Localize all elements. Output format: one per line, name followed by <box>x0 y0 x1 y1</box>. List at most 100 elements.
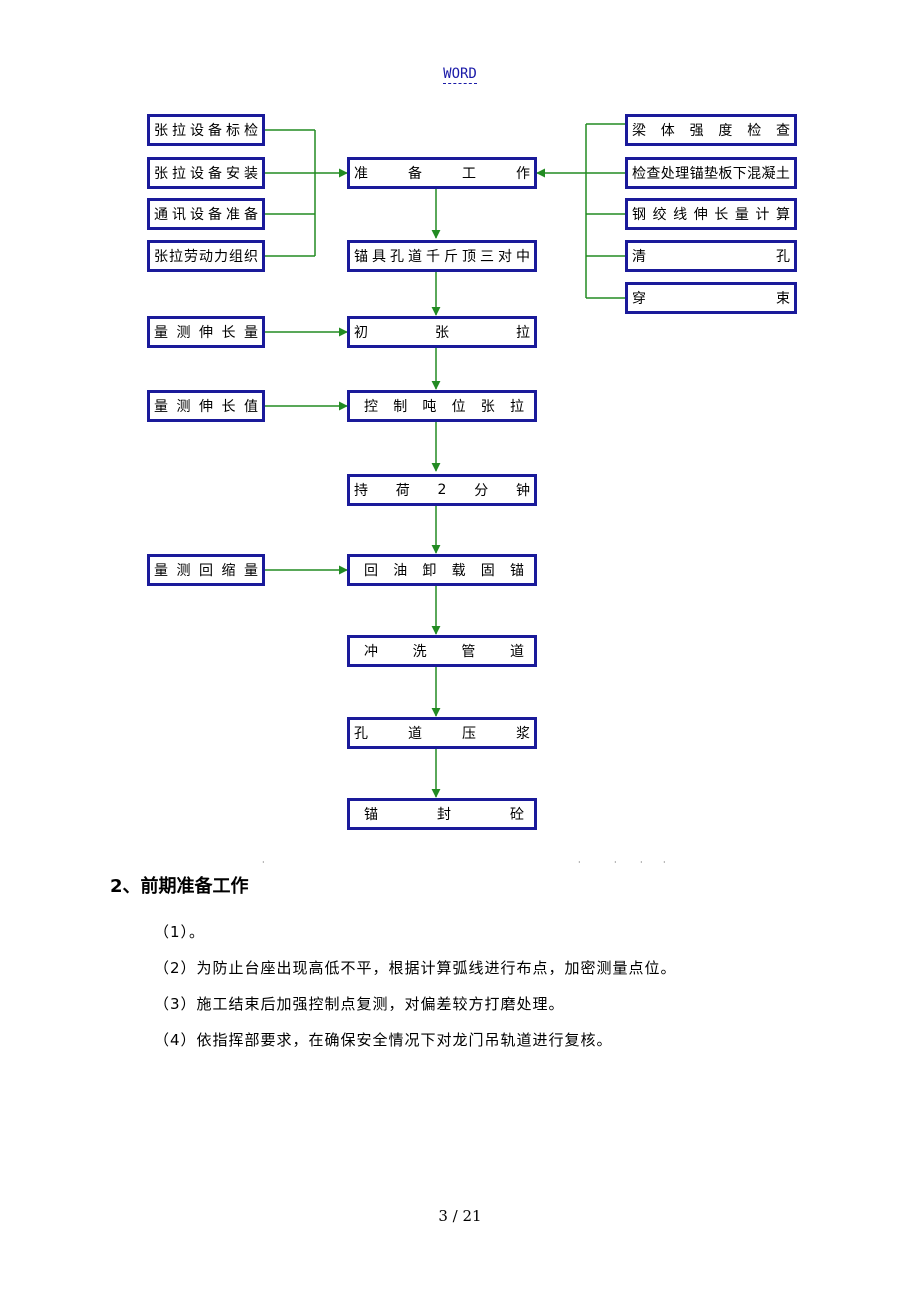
box-anchor-plate-concrete: 检查处理锚垫板下混凝土 <box>625 157 797 189</box>
box-labor-organization: 张拉劳动力组织 <box>147 240 265 272</box>
box-char: 回 <box>199 563 213 579</box>
box-char: 清 <box>632 249 646 265</box>
box-char: 准 <box>226 207 240 223</box>
box-char: 组 <box>229 249 243 265</box>
box-alignment: 锚具孔道千斤顶三对中 <box>347 240 537 272</box>
box-char: 作 <box>516 166 530 182</box>
box-char: 板 <box>718 166 733 182</box>
box-char: 分 <box>474 483 489 499</box>
box-char: 锚 <box>689 166 704 182</box>
box-char: 钢 <box>632 207 646 223</box>
box-char: 土 <box>775 166 790 182</box>
stray-mark: · <box>262 858 265 867</box>
box-char: 处 <box>660 166 675 182</box>
box-char: 力 <box>214 249 228 265</box>
box-char: 长 <box>221 325 236 341</box>
box-equipment-install: 张拉设备安装 <box>147 157 265 189</box>
box-char: 拉 <box>172 123 186 139</box>
box-char: 制 <box>393 399 408 415</box>
box-char: 劳 <box>184 249 198 265</box>
paragraph-4: （4）依指挥部要求，在确保安全情况下对龙门吊轨道进行复核。 <box>154 1031 613 1049</box>
box-char: 备 <box>208 123 222 139</box>
box-char: 洗 <box>412 644 427 660</box>
box-char: 备 <box>208 207 222 223</box>
box-beam-strength-check: 梁体强度检查 <box>625 114 797 146</box>
box-char: 拉 <box>516 325 530 341</box>
box-char: 固 <box>480 563 495 579</box>
box-char: 量 <box>154 325 168 341</box>
box-char: 钟 <box>515 483 530 499</box>
paragraph-3: （3）施工结束后加强控制点复测，对偏差较方打磨处理。 <box>154 995 565 1013</box>
box-char: 砼 <box>510 807 524 823</box>
box-char: 锚 <box>354 249 368 265</box>
box-strand-elongation-calc: 钢绞线伸长量计算 <box>625 198 797 230</box>
box-char: 绞 <box>652 207 667 223</box>
box-char: 卸 <box>422 563 437 579</box>
box-char: 检 <box>747 123 762 139</box>
stray-mark: · <box>640 858 643 867</box>
box-char: 道 <box>509 644 524 660</box>
box-char: 锚 <box>364 807 378 823</box>
box-char: 长 <box>221 399 236 415</box>
box-grouting: 孔道压浆 <box>347 717 537 749</box>
box-char: 理 <box>675 166 690 182</box>
box-equipment-calibration: 张拉设备标检 <box>147 114 265 146</box>
box-char: 备 <box>244 207 258 223</box>
box-char: 算 <box>775 207 790 223</box>
box-char: 中 <box>516 249 530 265</box>
box-char: 伸 <box>199 399 213 415</box>
box-char: 拉 <box>169 249 183 265</box>
box-char: 讯 <box>172 207 186 223</box>
box-char: 拉 <box>172 166 186 182</box>
box-char: 梁 <box>632 123 646 139</box>
box-control-tonnage: 控制吨位张拉 <box>347 390 537 422</box>
box-communication-prep: 通讯设备准备 <box>147 198 265 230</box>
box-char: 垫 <box>703 166 718 182</box>
box-release-anchor: 回油卸载固锚 <box>347 554 537 586</box>
box-char: 吨 <box>422 399 437 415</box>
box-char: 张 <box>435 325 449 341</box>
box-char: 伸 <box>199 325 213 341</box>
box-char: 量 <box>244 563 258 579</box>
box-char: 张 <box>154 166 168 182</box>
box-char: 下 <box>732 166 747 182</box>
box-char: 长 <box>714 207 729 223</box>
box-char: 测 <box>176 563 191 579</box>
box-char: 斤 <box>444 249 458 265</box>
box-char: 荷 <box>395 483 410 499</box>
box-measure-elongation-value: 量测伸长值 <box>147 390 265 422</box>
box-char: 孔 <box>354 726 368 742</box>
header-text: WORD <box>443 66 477 84</box>
box-char: 三 <box>480 249 494 265</box>
box-char: 道 <box>408 249 422 265</box>
box-char: 动 <box>199 249 213 265</box>
box-preparation: 准备工作 <box>347 157 537 189</box>
box-char: 压 <box>462 726 476 742</box>
box-char: 拉 <box>509 399 524 415</box>
box-char: 检 <box>244 123 258 139</box>
box-char: 设 <box>190 166 204 182</box>
box-char: 工 <box>462 166 476 182</box>
box-char: 混 <box>747 166 762 182</box>
box-char: 位 <box>451 399 466 415</box>
page-number: 3 / 21 <box>438 1207 482 1225</box>
paragraph-2: （2）为防止台座出现高低不平，根据计算弧线进行布点，加密测量点位。 <box>154 959 677 977</box>
box-char: 标 <box>226 123 240 139</box>
box-char: 孔 <box>390 249 404 265</box>
box-char: 值 <box>244 399 258 415</box>
box-char: 千 <box>426 249 440 265</box>
box-char: 通 <box>154 207 168 223</box>
box-char: 线 <box>673 207 688 223</box>
box-char: 准 <box>354 166 368 182</box>
box-flush-duct: 冲洗管道 <box>347 635 537 667</box>
box-char: 强 <box>689 123 704 139</box>
box-char: 油 <box>393 563 408 579</box>
box-char: 凝 <box>761 166 776 182</box>
box-char: 束 <box>776 291 790 307</box>
box-measure-retraction: 量测回缩量 <box>147 554 265 586</box>
box-char: 冲 <box>364 644 378 660</box>
box-char: 具 <box>372 249 386 265</box>
box-char: 孔 <box>776 249 790 265</box>
box-char: 持 <box>354 483 368 499</box>
